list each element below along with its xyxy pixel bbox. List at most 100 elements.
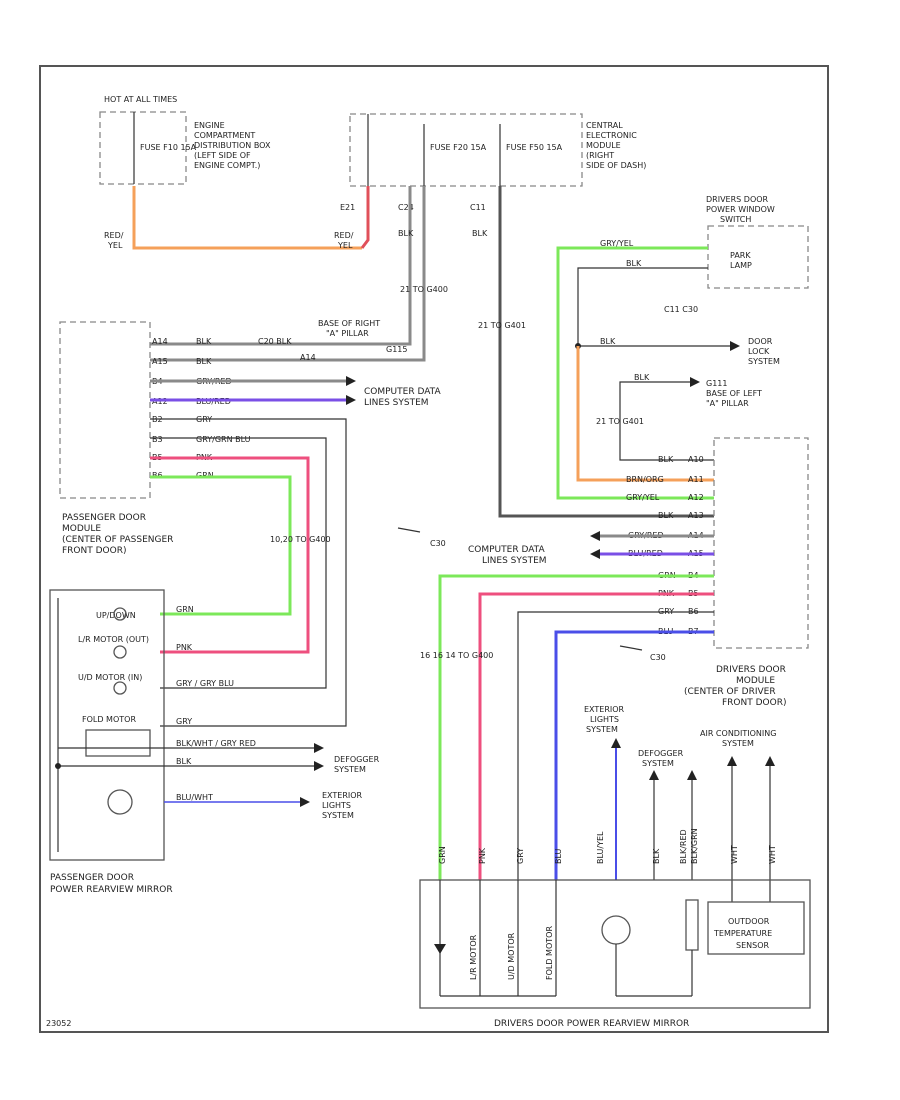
svg-text:COMPUTER DATA: COMPUTER DATA [468,545,545,555]
dd-pins: A10 A11 A12 A13 A14 A15 B4 B5 B6 B7 [688,455,704,636]
svg-text:BRN/ORG: BRN/ORG [626,475,664,484]
svg-text:B3: B3 [152,435,163,444]
svg-text:(CENTER OF DRIVER: (CENTER OF DRIVER [684,687,776,697]
svg-text:A12: A12 [688,493,704,502]
svg-text:21 TO G401: 21 TO G401 [478,321,526,330]
svg-text:LAMP: LAMP [730,261,752,270]
svg-text:A10: A10 [688,455,704,464]
outdoor-sensor-label: OUTDOOR TEMPERATURE SENSOR [713,917,772,950]
svg-text:PARK: PARK [730,251,751,260]
wire-brn-org [576,346,714,482]
svg-text:SYSTEM: SYSTEM [722,739,754,748]
svg-text:10,20 TO G400: 10,20 TO G400 [270,535,331,544]
svg-text:A15: A15 [152,357,168,366]
hot-label: HOT AT ALL TIMES [104,95,177,104]
svg-text:(LEFT SIDE OF: (LEFT SIDE OF [194,151,251,160]
svg-text:G111: G111 [706,379,727,388]
defogger-1-label: DEFOGGER SYSTEM [334,755,380,774]
svg-text:BLK: BLK [658,511,674,520]
svg-text:GRY/YEL: GRY/YEL [600,239,634,248]
svg-text:PASSENGER DOOR: PASSENGER DOOR [50,873,134,883]
svg-text:PNK: PNK [478,847,487,864]
svg-text:U/D MOTOR: U/D MOTOR [507,932,516,980]
svg-text:BASE OF LEFT: BASE OF LEFT [706,389,762,398]
drivers-mirror-label: DRIVERS DOOR POWER REARVIEW MIRROR [494,1019,689,1029]
svg-text:21 TO G400: 21 TO G400 [400,285,448,294]
svg-text:RED/: RED/ [334,231,354,240]
mirror-heater-icon [685,899,699,951]
svg-text:BLK: BLK [652,848,661,864]
svg-text:ENGINE: ENGINE [194,121,225,130]
mirror-up-down: UP/DOWN [96,611,136,620]
passenger-door-module [59,321,151,499]
puddle-lamp-icon [601,915,631,945]
svg-text:GRY/GRN BLU: GRY/GRN BLU [196,435,251,444]
svg-text:SYSTEM: SYSTEM [334,765,366,774]
door-lock-label: DOOR LOCK SYSTEM [748,337,780,366]
svg-text:BLK: BLK [176,757,192,766]
svg-text:A14: A14 [152,337,168,346]
svg-text:C20 BLK: C20 BLK [258,337,292,346]
fuse-mid-label: FUSE F20 15A [430,143,487,152]
fuse-left-label: FUSE F10 15A [140,143,197,152]
svg-text:SWITCH: SWITCH [720,215,751,224]
svg-text:WHT: WHT [768,845,777,864]
svg-text:WHT: WHT [730,845,739,864]
base-right-pillar-label: BASE OF RIGHT "A" PILLAR G115 [318,319,407,354]
svg-text:U/D MOTOR (IN): U/D MOTOR (IN) [78,673,142,682]
svg-text:SENSOR: SENSOR [736,941,769,950]
svg-text:MODULE: MODULE [62,524,101,534]
drivers-door-module-label: DRIVERS DOOR MODULE (CENTER OF DRIVER FR… [684,665,786,708]
svg-text:GRY / GRY BLU: GRY / GRY BLU [176,679,234,688]
svg-text:FOLD MOTOR: FOLD MOTOR [82,715,136,724]
svg-text:21 TO G401: 21 TO G401 [596,417,644,426]
svg-text:BLK: BLK [658,455,674,464]
svg-text:LIGHTS: LIGHTS [590,715,619,724]
wire-red-yel [132,186,362,250]
svg-text:FOLD MOTOR: FOLD MOTOR [545,926,554,980]
svg-text:COMPUTER DATA: COMPUTER DATA [364,387,441,397]
svg-text:SYSTEM: SYSTEM [586,725,618,734]
wire-blk-c24 [150,186,426,362]
svg-text:LOCK: LOCK [748,347,770,356]
svg-text:SYSTEM: SYSTEM [748,357,780,366]
svg-text:BASE OF RIGHT: BASE OF RIGHT [318,319,380,328]
central-module-label: CENTRAL ELECTRONIC MODULE (RIGHT SIDE OF… [586,121,646,170]
svg-text:LINES SYSTEM: LINES SYSTEM [482,556,547,566]
drivers-mirror-motors: L/R MOTOR U/D MOTOR FOLD MOTOR [469,926,554,980]
svg-text:DEFOGGER: DEFOGGER [638,749,684,758]
engine-fuse-box [99,111,187,185]
wire-gry-ps [150,418,347,727]
svg-text:YEL: YEL [337,241,353,250]
svg-text:BLK: BLK [626,259,642,268]
svg-text:BLU/YEL: BLU/YEL [596,831,605,864]
svg-text:LINES SYSTEM: LINES SYSTEM [364,398,429,408]
svg-text:(RIGHT: (RIGHT [586,151,614,160]
footer-code: 23052 [46,1019,71,1028]
svg-text:PASSENGER DOOR: PASSENGER DOOR [62,513,146,523]
svg-text:G115: G115 [386,345,407,354]
svg-text:GRN: GRN [438,846,447,864]
svg-text:BLK: BLK [398,229,414,238]
drivers-switch-box [707,225,809,289]
svg-text:A14: A14 [300,353,316,362]
vertical-wire-labels: GRN PNK GRY BLU BLU/YEL BLK BLK/GRN BLK/… [438,828,777,864]
svg-text:BLK: BLK [600,337,616,346]
exterior-1-label: EXTERIOR LIGHTS SYSTEM [322,791,363,820]
svg-text:BLK/RED: BLK/RED [679,829,688,864]
svg-text:BLK: BLK [196,357,212,366]
svg-text:BLK/WHT / GRY RED: BLK/WHT / GRY RED [176,739,256,748]
wire-pnk-ps [150,456,310,654]
svg-text:MODULE: MODULE [736,676,775,686]
wire-grn-ps [150,475,292,616]
svg-text:AIR CONDITIONING: AIR CONDITIONING [700,729,776,738]
svg-text:FRONT DOOR): FRONT DOOR) [722,698,786,708]
wire-pnk-dd [478,592,714,880]
svg-text:POWER REARVIEW MIRROR: POWER REARVIEW MIRROR [50,885,173,895]
svg-text:LIGHTS: LIGHTS [322,801,351,810]
exterior-2-label: EXTERIOR LIGHTS SYSTEM [584,705,625,734]
svg-text:"A" PILLAR: "A" PILLAR [706,399,749,408]
svg-text:DEFOGGER: DEFOGGER [334,755,380,764]
svg-text:C11: C11 [470,203,486,212]
svg-text:TEMPERATURE: TEMPERATURE [713,929,772,938]
